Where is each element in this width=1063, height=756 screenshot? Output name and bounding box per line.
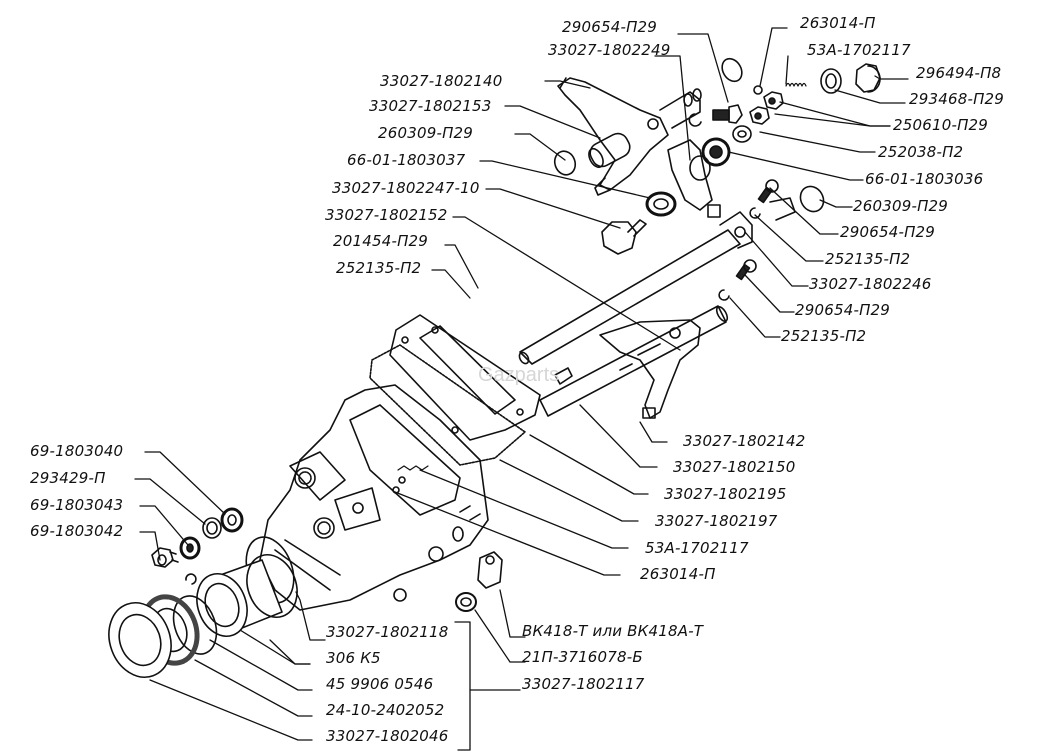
- selector-head: [667, 137, 731, 218]
- part-label: 69-1803040: [30, 442, 124, 460]
- flange-cover: [108, 602, 172, 678]
- spring-top: [785, 82, 807, 87]
- part-label: 69-1803043: [30, 496, 124, 514]
- part-label: 293468-П29: [909, 90, 1005, 108]
- part-label: 252038-П2: [878, 143, 964, 161]
- part-label: 66-01-1803036: [865, 170, 984, 188]
- washer-top: [820, 68, 842, 94]
- part-label: 263014-П: [640, 565, 716, 583]
- part-label: 252135-П2: [781, 327, 867, 345]
- seal-washer: [645, 191, 677, 217]
- part-label: 53А-1702117: [807, 41, 911, 59]
- ball-top: [753, 85, 763, 95]
- watermark: Gazparts: [478, 364, 560, 386]
- part-label: 33027-1802153: [369, 97, 492, 115]
- switch-washer: [455, 592, 477, 612]
- part-label: 33027-1802118: [326, 623, 449, 641]
- gasket: [369, 344, 526, 466]
- bolt-top: [712, 104, 743, 124]
- part-label: 201454-П29: [333, 232, 429, 250]
- part-label: 293429-П: [30, 469, 106, 487]
- ball-stud: [601, 219, 647, 255]
- part-label: 24-10-2402052: [326, 701, 445, 719]
- part-label: 290654-П29: [562, 18, 658, 36]
- ring-top: [721, 57, 743, 83]
- part-label: 296494-П8: [916, 64, 1002, 82]
- upper-shift-rod: [518, 211, 753, 365]
- part-label: 53А-1702117: [645, 539, 749, 557]
- part-label: 33027-1802150: [673, 458, 796, 476]
- part-label: 252135-П2: [336, 259, 422, 277]
- part-label: 290654-П29: [795, 301, 891, 319]
- part-label: 290654-П29: [840, 223, 936, 241]
- part-label: 260309-П29: [378, 124, 474, 142]
- part-label: 252135-П2: [825, 250, 911, 268]
- part-label: 33027-1802046: [326, 727, 449, 745]
- part-label: 33027-1802195: [664, 485, 787, 503]
- part-label: 260309-П29: [853, 197, 949, 215]
- part-label: 263014-П: [800, 14, 876, 32]
- reverse-light-switch: [477, 551, 503, 589]
- bearing-306K5: [196, 554, 298, 637]
- bolt-right-2: [735, 259, 757, 281]
- part-label: ВК418-Т или ВК418А-Т: [522, 622, 704, 640]
- leader-lines: [134, 27, 909, 751]
- bolt-right-1: [757, 179, 779, 204]
- part-label: 33027-1802249: [548, 41, 671, 59]
- part-label: 33027-1802117: [522, 675, 645, 693]
- gearbox-housing: [259, 384, 489, 611]
- ring-right: [799, 185, 825, 213]
- part-label: 33027-1802247-10: [332, 179, 480, 197]
- lower-shift-rod: [539, 305, 729, 417]
- lower-shift-fork: [599, 319, 701, 419]
- part-label: 33027-1802142: [683, 432, 806, 450]
- part-label: 33027-1802246: [809, 275, 932, 293]
- nuts-top: [732, 91, 784, 143]
- part-label: 306 К5: [326, 649, 381, 667]
- part-label: 33027-1802140: [380, 72, 503, 90]
- upper-shift-fork: [557, 77, 702, 196]
- plug-top: [855, 63, 881, 93]
- part-label: 45 9906 0546: [326, 675, 434, 693]
- bearing-snap-ring: [172, 595, 218, 655]
- part-label: 250610-П29: [893, 116, 989, 134]
- part-label: 69-1803042: [30, 522, 124, 540]
- retaining-ring-upper-left: [553, 150, 577, 176]
- part-label: 33027-1802152: [325, 206, 448, 224]
- part-label: 21П-3716078-Б: [522, 648, 643, 666]
- part-label: 66-01-1803037: [347, 151, 466, 169]
- bushings-left: [151, 507, 244, 568]
- part-label: 33027-1802197: [655, 512, 778, 530]
- cover-plate: [389, 314, 541, 441]
